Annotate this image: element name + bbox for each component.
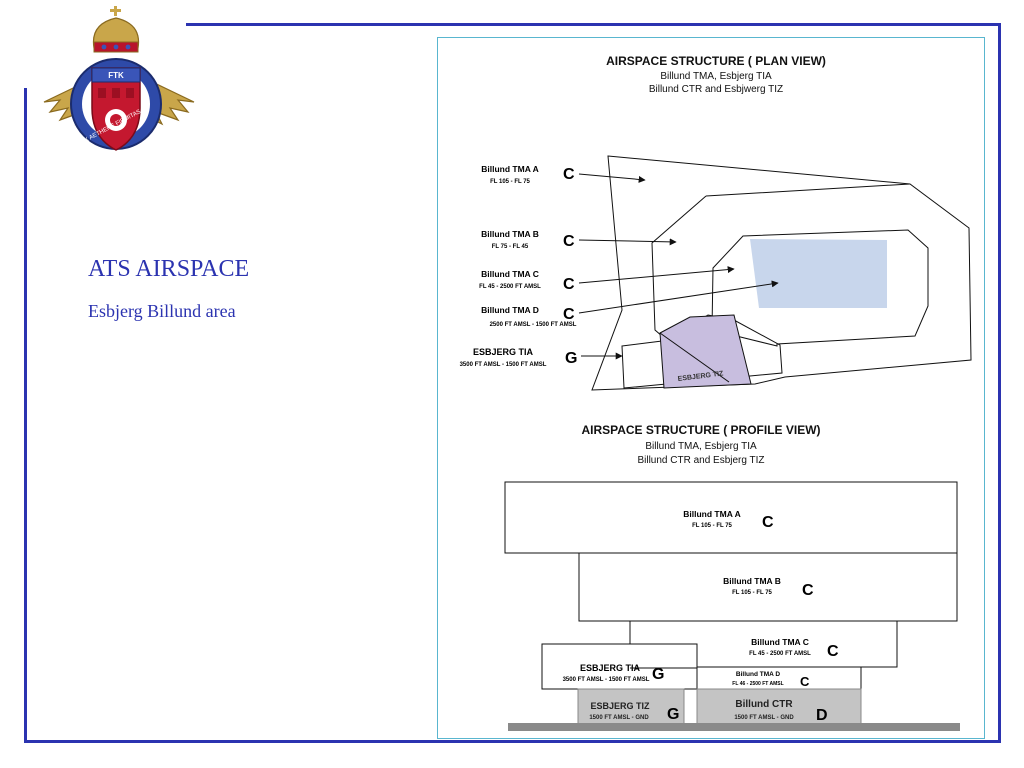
profile-esbjerg-tia-box [541,643,698,690]
profile-tma-a-name: Billund TMA A [683,509,740,519]
plan-view-title: AIRSPACE STRUCTURE ( PLAN VIEW) [606,54,826,68]
profile-tiz-class: G [667,706,679,723]
plan-tma-c-area [711,229,929,347]
plan-tia-name: ESBJERG TIA [473,347,534,357]
profile-tma-b-name: Billund TMA B [723,576,781,586]
profile-view-line1: Billund TMA, Esbjerg TIA [645,441,757,452]
profile-billund-ctr-box [696,688,862,727]
profile-tma-b-box [578,552,958,622]
plan-tma-c-class: C [563,276,575,293]
plan-tma-a-name: Billund TMA A [481,164,538,174]
plan-view-line2: Billund CTR and Esbjwerg TIZ [649,84,783,95]
profile-tia-limits: 3500 FT AMSL - 1500 FT AMSL [563,677,650,683]
profile-tma-b-class: C [802,582,814,599]
plan-tma-b-name: Billund TMA B [481,229,539,239]
plan-tma-d-class: C [563,306,575,323]
plan-view-line1: Billund TMA, Esbjerg TIA [660,71,772,82]
plan-tma-d-area [750,239,887,308]
slide-subtitle: Esbjerg Billund area [88,301,236,321]
frame-top-line [186,23,1001,26]
ftk-crest-logo: FTK EX AETHERE FIRMITAS [43,6,195,151]
plan-tma-c-name: Billund TMA C [481,269,539,279]
profile-tma-d-class: C [800,674,810,689]
logo-banner-text: FTK [108,71,124,80]
plan-tma-d-arrow [578,280,779,314]
plan-tma-a-class: C [563,166,575,183]
frame-left-line [24,88,27,743]
plan-tma-b-arrow [578,238,677,246]
profile-tia-class: G [652,666,664,683]
profile-view-title: AIRSPACE STRUCTURE ( PROFILE VIEW) [581,423,820,437]
profile-ctr-name: Billund CTR [735,699,793,710]
plan-tma-b-class: C [563,233,575,250]
profile-tma-c-limits: FL 45 - 2500 FT AMSL [749,651,811,657]
profile-tma-a-box [504,481,958,554]
frame-right-line [998,23,1001,743]
frame-bottom-line [24,740,1001,743]
airspace-diagram: AIRSPACE STRUCTURE ( PLAN VIEW) Billund … [460,54,972,731]
profile-ctr-class: D [816,707,828,724]
plan-tiz-divider [659,332,730,383]
plan-tia-limits: 3500 FT AMSL - 1500 FT AMSL [460,362,547,368]
profile-esbjerg-tiz-box [577,688,685,727]
plan-tia-class: G [565,350,577,367]
profile-tma-a-class: C [762,514,774,531]
profile-tma-c-class: C [827,643,839,660]
plan-tma-c-limits: FL 45 - 2500 FT AMSL [479,284,541,290]
plan-tma-c-arrow [578,266,735,284]
profile-ctr-limits: 1500 FT AMSL - GND [734,715,794,721]
plan-esbjerg-tiz-area [659,314,752,389]
profile-tma-b-limits: FL 105 - FL 75 [732,590,772,596]
profile-tma-d-limits: FL 46 - 2500 FT AMSL [732,681,783,687]
profile-tma-d-name: Billund TMA D [736,671,780,678]
plan-tma-b-limits: FL 75 - FL 45 [492,244,529,250]
profile-tma-a-limits: FL 105 - FL 75 [692,523,732,529]
plan-tma-a-arrow [578,173,646,183]
profile-tma-c-name: Billund TMA C [751,637,809,647]
profile-tiz-limits: 1500 FT AMSL - GND [589,715,649,721]
profile-ground-bar [508,723,960,731]
profile-tiz-name: ESBJERG TIZ [590,701,650,711]
plan-tma-d-limits: 2500 FT AMSL - 1500 FT AMSL [490,322,577,328]
slide-title: ATS AIRSPACE [88,256,250,282]
profile-view-line2: Billund CTR and Esbjerg TIZ [637,455,764,466]
profile-tia-name: ESBJERG TIA [580,663,641,673]
plan-tma-a-limits: FL 105 - FL 75 [490,179,530,185]
plan-tma-d-name: Billund TMA D [481,305,539,315]
airspace-diagram-panel: AIRSPACE STRUCTURE ( PLAN VIEW) Billund … [437,37,985,739]
